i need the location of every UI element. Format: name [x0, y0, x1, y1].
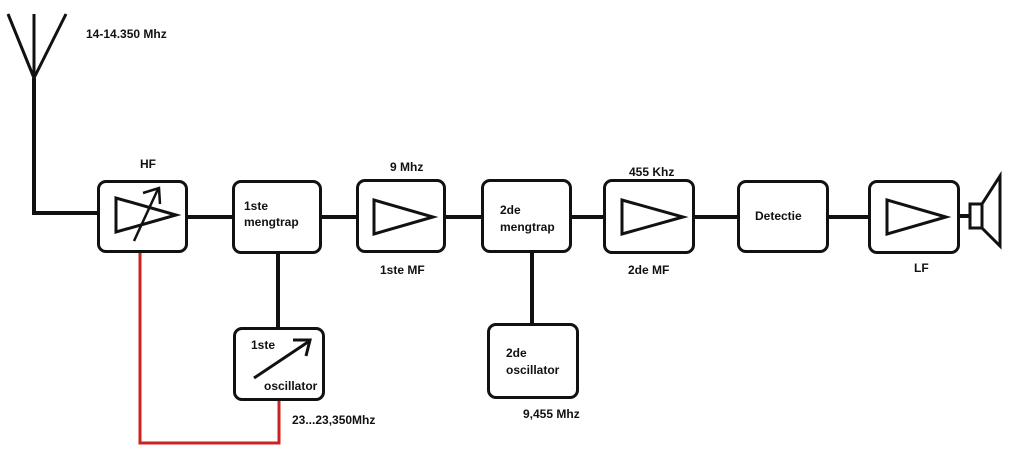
detector-block	[737, 180, 829, 253]
mixer1-label-line2: mengtrap	[244, 215, 299, 229]
mixer2-label-line1: 2de	[500, 203, 521, 217]
hf-amplifier-block	[97, 180, 188, 253]
antenna-icon	[6, 13, 68, 79]
lf-label: LF	[914, 261, 929, 275]
oscillator1-frequency-label: 23...23,350Mhz	[292, 413, 376, 427]
mf1-frequency-label: 9 Mhz	[390, 160, 424, 174]
mf1-amplifier-block	[356, 179, 446, 253]
mf2-frequency-label: 455 Khz	[629, 165, 675, 179]
oscillator1-label-line1: 1ste	[251, 338, 276, 352]
mixer1-block	[232, 180, 322, 254]
oscillator2-label-line1: 2de	[506, 346, 527, 360]
band-frequency-label: 14-14.350 Mhz	[86, 27, 167, 41]
oscillator2-block	[487, 323, 579, 399]
oscillator2-label-line2: oscillator	[506, 363, 560, 377]
speaker-icon	[968, 170, 1002, 250]
hf-label: HF	[140, 157, 156, 171]
oscillator1-label-line2: oscillator	[264, 379, 318, 393]
antenna-feed-wire	[32, 78, 99, 215]
mf1-name-label: 1ste MF	[380, 263, 425, 277]
mixer1-label-line1: 1ste	[244, 199, 269, 213]
tuning-link-wire	[138, 252, 281, 445]
mf2-name-label: 2de MF	[628, 263, 670, 277]
oscillator2-frequency-label: 9,455 Mhz	[523, 407, 580, 421]
detector-label: Detectie	[755, 209, 802, 223]
lf-amplifier-block	[868, 180, 960, 254]
mixer2-block	[481, 179, 572, 253]
mixer2-label-line2: mengtrap	[500, 220, 555, 234]
mf2-amplifier-block	[603, 179, 695, 254]
signal-chain-wires	[187, 215, 870, 330]
